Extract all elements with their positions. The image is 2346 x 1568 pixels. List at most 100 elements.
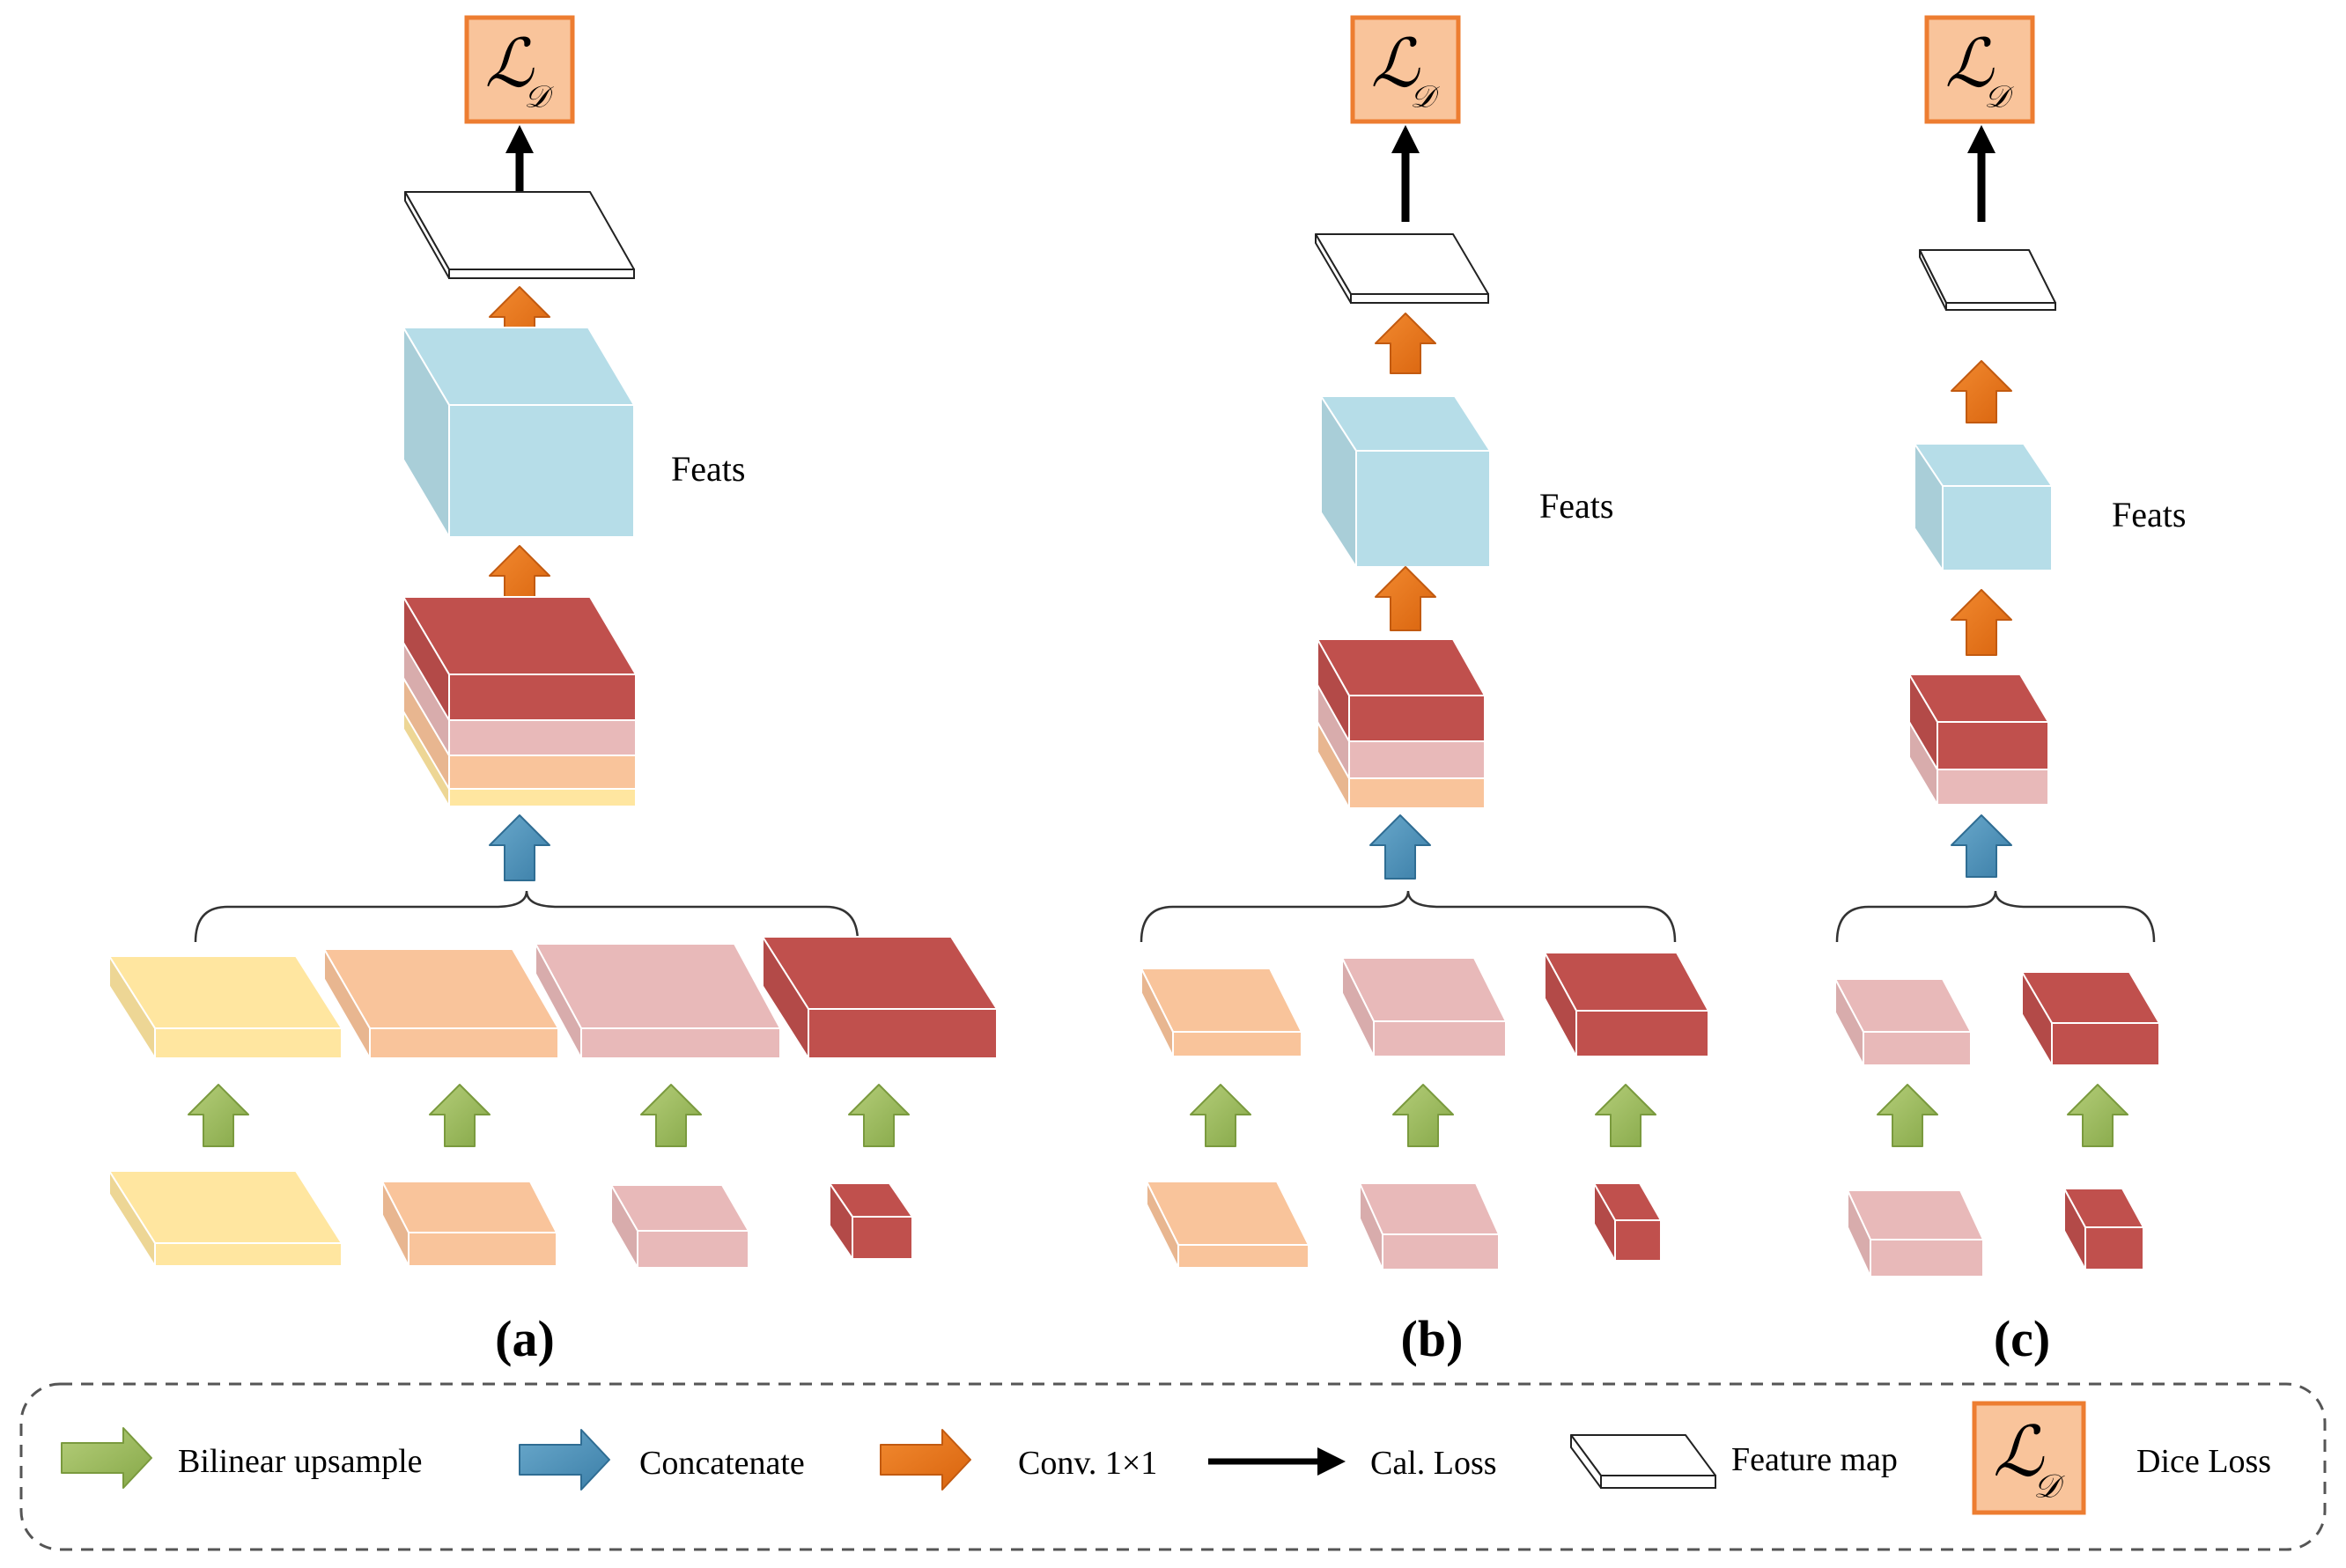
orig-a-pink — [610, 1184, 749, 1269]
loss-box-a: ℒ𝒟 — [464, 15, 575, 124]
orig-a-red — [829, 1182, 913, 1260]
feature-map-c-front — [1945, 302, 2056, 311]
loss-arrow-c-head — [1967, 125, 1996, 153]
legend-frame — [19, 1382, 2327, 1551]
feature-map-a-front — [448, 269, 635, 279]
up-a-yellow-front — [154, 1027, 343, 1059]
loss-box-b: ℒ𝒟 — [1350, 15, 1461, 124]
up-b-pink-front — [1373, 1020, 1507, 1057]
up-a-pink — [535, 943, 781, 1059]
legend-loss-arrow — [1208, 1447, 1346, 1476]
orig-b-red-front — [1614, 1219, 1662, 1262]
shape-layer: ℒ𝒟 ℒ𝒟 ℒ𝒟 ℒ𝒟 — [19, 15, 2327, 1551]
stack-a-red — [402, 596, 637, 721]
stack-b-red-front — [1348, 695, 1486, 742]
loss-box-c-symbol: ℒ — [1945, 24, 1996, 102]
legend-dice-label: Dice Loss — [2136, 1443, 2271, 1480]
upsample-arrow-b-2 — [1392, 1084, 1454, 1147]
panel-label-c: (c) — [1994, 1310, 2050, 1367]
up-a-yellow — [108, 955, 343, 1059]
up-b-red-front — [1575, 1010, 1709, 1057]
feature-map-a — [404, 191, 635, 279]
feature-map-b-front — [1350, 293, 1489, 304]
loss-arrow-b-head — [1391, 125, 1420, 153]
loss-box-b-frame — [1350, 15, 1461, 124]
orig-a-yellow-front — [154, 1242, 343, 1267]
legend-upsample-arrow — [61, 1427, 152, 1489]
loss-box-c: ℒ𝒟 — [1924, 15, 2035, 124]
up-a-red — [762, 936, 998, 1059]
loss-arrow-b — [1391, 125, 1420, 222]
stack-a-red-front — [448, 674, 637, 721]
feats-label-c: Feats — [2112, 495, 2186, 534]
loss-box-c-frame — [1924, 15, 2035, 124]
brace-b — [1140, 890, 1677, 943]
orig-a-yellow — [108, 1170, 343, 1267]
stack-c-pink-front — [1937, 769, 2049, 806]
orig-b-pink-front — [1382, 1233, 1500, 1270]
brace-c — [1835, 890, 2156, 943]
legend-feature-map — [1570, 1434, 1716, 1489]
orig-b-orange-front — [1177, 1244, 1309, 1269]
legend-feature-map-label: Feature map — [1731, 1441, 1898, 1478]
feats-cube-a — [402, 327, 635, 538]
up-b-red — [1544, 952, 1709, 1057]
feats-cube-c — [1914, 443, 2053, 571]
up-c-red — [2021, 971, 2160, 1066]
orig-a-orange-front — [408, 1232, 557, 1267]
up-b-orange — [1140, 968, 1302, 1057]
feats-cube-a-front — [448, 404, 635, 538]
orig-b-pink-top — [1359, 1182, 1500, 1235]
legend-upsample-label: Bilinear upsample — [178, 1443, 423, 1480]
stack-c-red — [1908, 674, 2049, 770]
orig-a-pink-front — [637, 1230, 749, 1269]
loss-box-a-symbol: ℒ — [485, 24, 535, 102]
orig-a-orange-top — [381, 1181, 557, 1233]
conv-arrow-c-top — [1951, 360, 2012, 423]
loss-box-a-frame — [464, 15, 575, 124]
feats-cube-b — [1320, 395, 1491, 568]
conv-arrow-b-top — [1375, 313, 1436, 374]
orig-c-pink — [1847, 1189, 1984, 1277]
conv-arrow-b-mid — [1375, 566, 1436, 631]
upsample-arrow-c-2 — [2067, 1084, 2128, 1147]
loss-arrow-a-head — [505, 125, 534, 153]
panel-label-a: (a) — [495, 1310, 555, 1367]
stack-b-pink-front — [1348, 739, 1486, 779]
up-c-pink — [1834, 978, 1972, 1066]
orig-b-red — [1593, 1182, 1662, 1262]
up-a-orange-front — [369, 1027, 559, 1059]
stack-a-pink-front — [448, 718, 637, 756]
orig-c-pink-front — [1870, 1239, 1984, 1277]
orig-a-orange — [381, 1181, 557, 1267]
upsample-arrow-a-3 — [640, 1084, 702, 1147]
legend-conv-label: Conv. 1×1 — [1018, 1445, 1157, 1482]
up-c-red-front — [2051, 1022, 2160, 1066]
feature-map-c — [1919, 249, 2056, 311]
orig-c-red — [2063, 1188, 2144, 1270]
upsample-arrow-c-1 — [1877, 1084, 1938, 1147]
feats-label-b: Feats — [1539, 486, 1613, 526]
legend-loss-arrow-head — [1317, 1447, 1346, 1476]
up-a-red-front — [808, 1008, 998, 1059]
orig-b-pink — [1359, 1182, 1500, 1270]
legend-concat-arrow — [519, 1429, 610, 1491]
upsample-arrow-a-1 — [188, 1084, 249, 1147]
legend-conv-arrow — [880, 1429, 971, 1491]
legend-dice-box: ℒ𝒟 — [1972, 1401, 2086, 1515]
up-c-pink-front — [1863, 1031, 1972, 1066]
legend-dice-box-frame — [1972, 1401, 2086, 1515]
upsample-arrow-a-2 — [429, 1084, 491, 1147]
concat-arrow-a — [489, 814, 550, 881]
brace-a — [194, 890, 859, 943]
up-a-pink-front — [580, 1027, 781, 1059]
up-b-orange-front — [1172, 1031, 1302, 1057]
feats-cube-b-front — [1355, 450, 1491, 568]
concat-arrow-c — [1951, 814, 2012, 878]
stack-b-orange-front — [1348, 777, 1486, 809]
orig-c-red-front — [2084, 1226, 2144, 1270]
upsample-arrow-a-4 — [848, 1084, 910, 1147]
orig-b-orange — [1146, 1181, 1309, 1269]
